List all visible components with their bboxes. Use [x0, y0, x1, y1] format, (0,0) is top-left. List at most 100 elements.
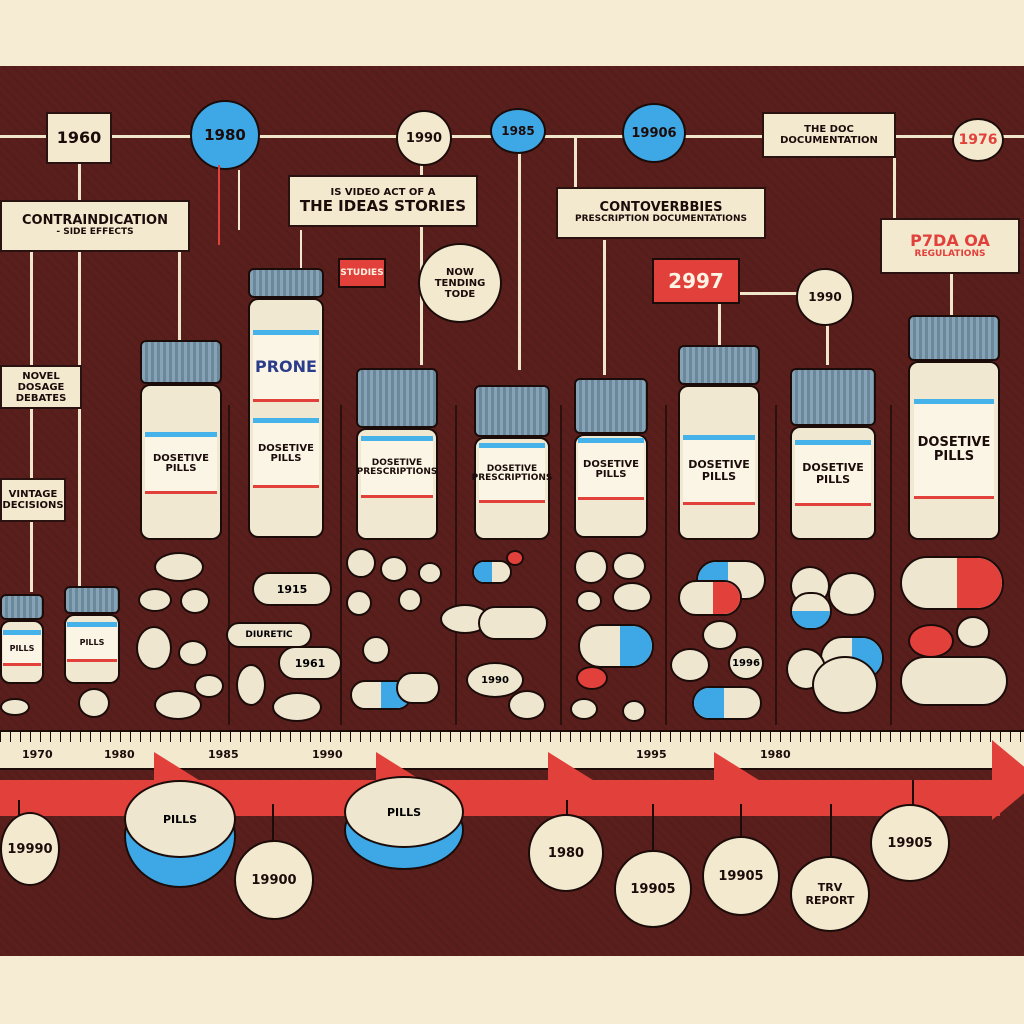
pill	[574, 550, 608, 584]
year-circle-side-1990: 1990	[796, 268, 854, 326]
capsule-blue	[692, 686, 762, 720]
pill	[956, 616, 990, 648]
top-cream-band	[0, 0, 1024, 66]
pill	[0, 698, 30, 716]
pill	[418, 562, 442, 584]
capsule-blue	[472, 560, 512, 584]
connector	[30, 252, 33, 592]
capsule-red	[900, 556, 1004, 610]
pill	[78, 688, 110, 718]
pill	[570, 698, 598, 720]
year-circle-1976: 1976	[952, 118, 1004, 162]
pill	[236, 664, 266, 706]
pill	[828, 572, 876, 616]
pill	[154, 552, 204, 582]
big-pill-top: PILLS	[124, 780, 236, 858]
arrow-chevron	[548, 752, 596, 812]
connector	[518, 150, 521, 370]
arrow-chevron	[714, 752, 762, 812]
pill	[702, 620, 738, 650]
pill	[622, 700, 646, 722]
left-side-label-2: VINTAGE DECISIONS	[0, 478, 66, 522]
pill	[154, 690, 202, 720]
pill-1990: 1990	[466, 662, 524, 698]
pill	[346, 548, 376, 578]
connector	[826, 325, 829, 365]
connector	[950, 270, 953, 315]
pill	[508, 690, 546, 720]
pill-diuretic: DIURETIC	[226, 622, 312, 648]
bottom-year-circle: 1980	[528, 814, 604, 892]
pill-bottle: DOSETIVE PILLS	[790, 368, 876, 540]
pill	[362, 636, 390, 664]
string	[830, 804, 832, 858]
shelf-divider	[890, 405, 892, 725]
connector	[178, 250, 181, 340]
pill	[612, 552, 646, 580]
string	[272, 804, 274, 844]
pill	[398, 588, 422, 612]
ruler-label: 1970	[22, 748, 53, 761]
bottom-year-circle: 19905	[702, 836, 780, 916]
pill	[900, 656, 1008, 706]
year-circle-1990: 1990	[396, 110, 452, 166]
pill-bottle: DOSETIVE PILLS	[908, 315, 1000, 540]
wire	[300, 230, 302, 270]
pill	[136, 626, 172, 670]
pill	[346, 590, 372, 616]
small-pill-bottle: PILLS	[0, 594, 44, 684]
speech-bubble: NOW TENDING TODE	[418, 243, 502, 323]
pill	[612, 582, 652, 612]
pill-1996: 1996	[728, 646, 764, 680]
small-red-tag: STUDIES	[338, 258, 386, 288]
bottom-year-circle: 19900	[234, 840, 314, 920]
ruler-label: 1980	[104, 748, 135, 761]
pill	[380, 556, 408, 582]
fda-label: P7DA OA REGULATIONS	[880, 218, 1020, 274]
string	[912, 780, 914, 810]
shelf-divider	[455, 405, 457, 725]
connector	[740, 292, 800, 295]
shelf-divider	[560, 405, 562, 725]
left-side-label-1: NOVEL DOSAGE DEBATES	[0, 365, 82, 409]
pill-1961: 1961	[278, 646, 342, 680]
pill	[194, 674, 224, 698]
bottom-cream-band	[0, 956, 1024, 1024]
year-circle-1985: 1985	[490, 108, 546, 154]
red-pill	[576, 666, 608, 690]
pill-bottle: DOSETIVE PRESCRIPTIONS	[356, 368, 438, 540]
pill	[478, 606, 548, 640]
string	[566, 800, 568, 820]
ruler-label: 1985	[208, 748, 239, 761]
bottom-year-circle: 19905	[870, 804, 950, 882]
bottom-year-circle: 19990	[0, 812, 60, 886]
pill-bottle-prone: PRONE DOSETIVE PILLS	[248, 268, 324, 538]
capsule-red	[678, 580, 742, 616]
pill	[180, 588, 210, 614]
big-pill-top: PILLS	[344, 776, 464, 848]
connector	[78, 138, 81, 588]
video-act-label: IS VIDEO ACT OF A THE IDEAS STORIES	[288, 175, 478, 227]
pill	[670, 648, 710, 682]
year-circle-1980: 1980	[190, 100, 260, 170]
ruler-label: 1990	[312, 748, 343, 761]
pill	[138, 588, 172, 612]
shelf-divider	[340, 405, 342, 725]
the-doc-label: THE DOC DOCUMENTATION	[762, 112, 896, 158]
capsule-blue	[790, 592, 832, 630]
pill-bottle: DOSETIVE PRESCRIPTIONS	[472, 385, 552, 540]
red-year-tag-2997: 2997	[652, 258, 740, 304]
bottom-report-circle: TRV REPORT	[790, 856, 870, 932]
connector	[603, 240, 606, 375]
pill-1915: 1915	[252, 572, 332, 606]
wire	[238, 170, 240, 230]
pill	[272, 692, 322, 722]
arrow-head	[992, 740, 1024, 820]
controversies-label: CONTOVERBBIES PRESCRIPTION DOCUMENTATION…	[556, 187, 766, 239]
connector	[718, 295, 721, 345]
pill-bottle: DOSETIVE PILLS	[678, 345, 760, 540]
shelf-divider	[775, 405, 777, 725]
red-pill	[506, 550, 524, 566]
connector	[574, 138, 577, 188]
string	[18, 800, 20, 820]
